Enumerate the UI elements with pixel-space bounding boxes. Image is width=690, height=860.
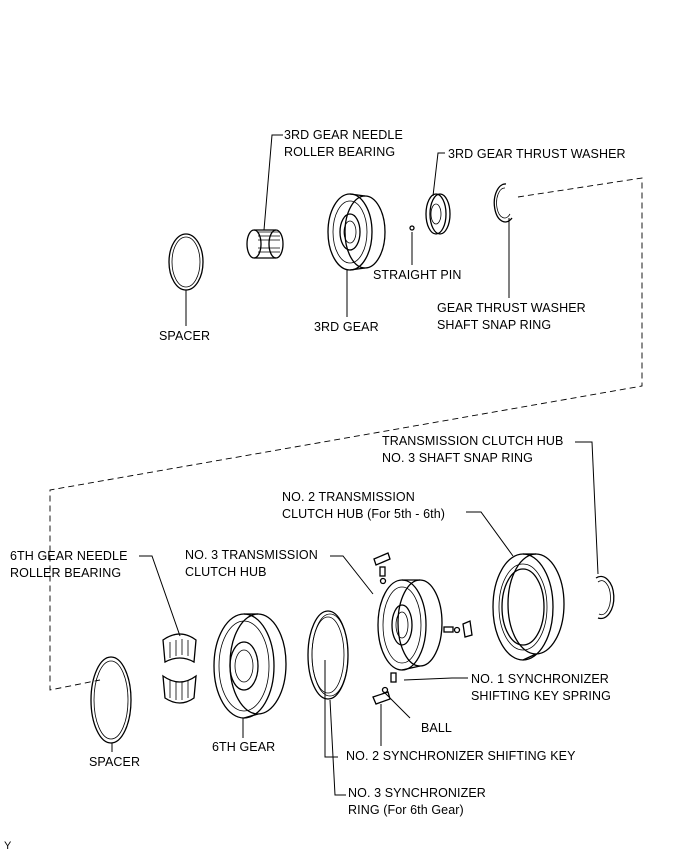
label-line: NO. 2 TRANSMISSION bbox=[282, 490, 415, 504]
label-ball: BALL bbox=[421, 720, 452, 737]
clutch-hub-no3-part bbox=[377, 579, 443, 671]
label-thrust-washer-3rd: 3RD GEAR THRUST WASHER bbox=[448, 146, 626, 163]
label-shifting-key: NO. 2 SYNCHRONIZER SHIFTING KEY bbox=[346, 748, 576, 765]
label-snap-ring-top: GEAR THRUST WASHER SHAFT SNAP RING bbox=[437, 300, 586, 334]
label-line: SPACER bbox=[89, 755, 141, 769]
sync-ring-part bbox=[307, 610, 349, 700]
label-line: 3RD GEAR bbox=[314, 320, 379, 334]
label-needle-bearing-6th: 6TH GEAR NEEDLE ROLLER BEARING bbox=[10, 548, 128, 582]
lower-key-spring-ball-part bbox=[372, 672, 397, 705]
label-gear-6th: 6TH GEAR bbox=[212, 739, 275, 756]
label-line: ROLLER BEARING bbox=[284, 145, 396, 159]
label-hub-snap-ring: TRANSMISSION CLUTCH HUB NO. 3 SHAFT SNAP… bbox=[382, 433, 563, 467]
label-key-spring: NO. 1 SYNCHRONIZER SHIFTING KEY SPRING bbox=[471, 671, 611, 705]
gear-6th-part bbox=[213, 613, 287, 719]
label-line: 6TH GEAR bbox=[212, 740, 276, 754]
label-line: NO. 1 SYNCHRONIZER bbox=[471, 672, 609, 686]
corner-mark: Y bbox=[4, 838, 11, 855]
label-line: SPACER bbox=[159, 329, 211, 343]
upper-key-spring-part bbox=[373, 552, 391, 585]
needle-bearing-6th-part bbox=[162, 633, 197, 704]
snap-ring-top-part bbox=[493, 183, 513, 223]
label-line: NO. 3 SYNCHRONIZER bbox=[348, 786, 486, 800]
label-line: 6TH GEAR NEEDLE bbox=[10, 549, 128, 563]
spacer-top-part bbox=[168, 233, 204, 291]
thrust-washer-3rd-part bbox=[425, 193, 451, 235]
needle-bearing-3rd-part bbox=[246, 229, 284, 259]
label-line: ROLLER BEARING bbox=[10, 566, 122, 580]
clutch-hub-no2-part bbox=[492, 553, 565, 661]
gear-3rd-part bbox=[327, 193, 386, 271]
leader-lines bbox=[111, 134, 599, 796]
label-spacer-top: SPACER bbox=[159, 328, 210, 345]
label-line: TRANSMISSION CLUTCH HUB bbox=[382, 434, 564, 448]
label-gear-3rd: 3RD GEAR bbox=[314, 319, 379, 336]
label-line: SHIFTING KEY SPRING bbox=[471, 689, 611, 703]
label-line: SHAFT SNAP RING bbox=[437, 318, 552, 332]
label-line: NO. 3 SHAFT SNAP RING bbox=[382, 451, 533, 465]
label-needle-bearing-3rd: 3RD GEAR NEEDLE ROLLER BEARING bbox=[284, 127, 403, 161]
corner-mark-text: Y bbox=[4, 840, 12, 852]
label-line: BALL bbox=[421, 721, 452, 735]
label-line: GEAR THRUST WASHER bbox=[437, 301, 586, 315]
hub-snap-ring-part bbox=[595, 575, 615, 620]
assembly-path-dashed bbox=[49, 177, 643, 691]
label-line: RING (For 6th Gear) bbox=[348, 803, 464, 817]
spacer-bottom-part bbox=[90, 656, 132, 744]
label-spacer-bottom: SPACER bbox=[89, 754, 140, 771]
label-clutch-hub-no2: NO. 2 TRANSMISSION CLUTCH HUB (For 5th -… bbox=[282, 489, 445, 523]
label-line: 3RD GEAR NEEDLE bbox=[284, 128, 403, 142]
label-line: CLUTCH HUB (For 5th - 6th) bbox=[282, 507, 446, 521]
side-key-spring-part bbox=[443, 620, 473, 638]
label-line: NO. 3 TRANSMISSION bbox=[185, 548, 318, 562]
label-line: 3RD GEAR THRUST WASHER bbox=[448, 147, 626, 161]
label-straight-pin: STRAIGHT PIN bbox=[373, 267, 461, 284]
label-line: CLUTCH HUB bbox=[185, 565, 267, 579]
label-sync-ring: NO. 3 SYNCHRONIZER RING (For 6th Gear) bbox=[348, 785, 486, 819]
label-clutch-hub-no3: NO. 3 TRANSMISSION CLUTCH HUB bbox=[185, 547, 318, 581]
straight-pin-part bbox=[409, 225, 415, 231]
label-line: NO. 2 SYNCHRONIZER SHIFTING KEY bbox=[346, 749, 576, 763]
label-line: STRAIGHT PIN bbox=[373, 268, 462, 282]
